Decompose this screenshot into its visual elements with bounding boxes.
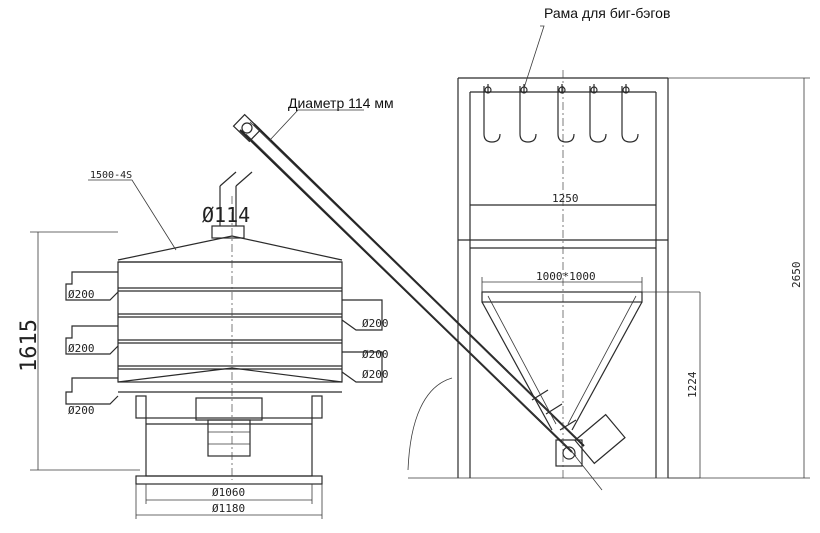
pipe-leader <box>269 109 364 141</box>
pipe-diameter-label: Диаметр 114 мм <box>288 95 394 111</box>
sieve-height-label: 1615 <box>17 319 42 372</box>
screw-conveyor <box>232 113 626 491</box>
vibrating-sieve <box>30 171 383 519</box>
model-leader <box>88 179 177 251</box>
outlet-label-3: Ø200 <box>68 404 95 417</box>
frame-width-label: 1250 <box>552 192 579 205</box>
inlet-diameter-label: Ø114 <box>202 203 250 227</box>
outlet-label-1: Ø200 <box>68 288 95 301</box>
hopper-size-label: 1000*1000 <box>536 270 596 283</box>
model-label: 1500-4S <box>90 170 132 181</box>
hopper-height-label: 1224 <box>686 371 699 398</box>
bigbag-frame <box>408 70 810 479</box>
hooks <box>483 84 639 143</box>
outlet-label-4: Ø200 <box>362 317 389 330</box>
bigbag-frame-label: Рама для биг-бэгов <box>544 5 670 21</box>
outlet-label-5: Ø200 <box>362 368 389 381</box>
frame-leader <box>523 25 545 89</box>
base-outer-diameter: Ø1180 <box>212 502 245 515</box>
outlet-label-6: Ø200 <box>362 348 389 361</box>
base-inner-diameter: Ø1060 <box>212 486 245 499</box>
frame-height-label: 2650 <box>790 262 803 289</box>
outlet-label-2: Ø200 <box>68 342 95 355</box>
